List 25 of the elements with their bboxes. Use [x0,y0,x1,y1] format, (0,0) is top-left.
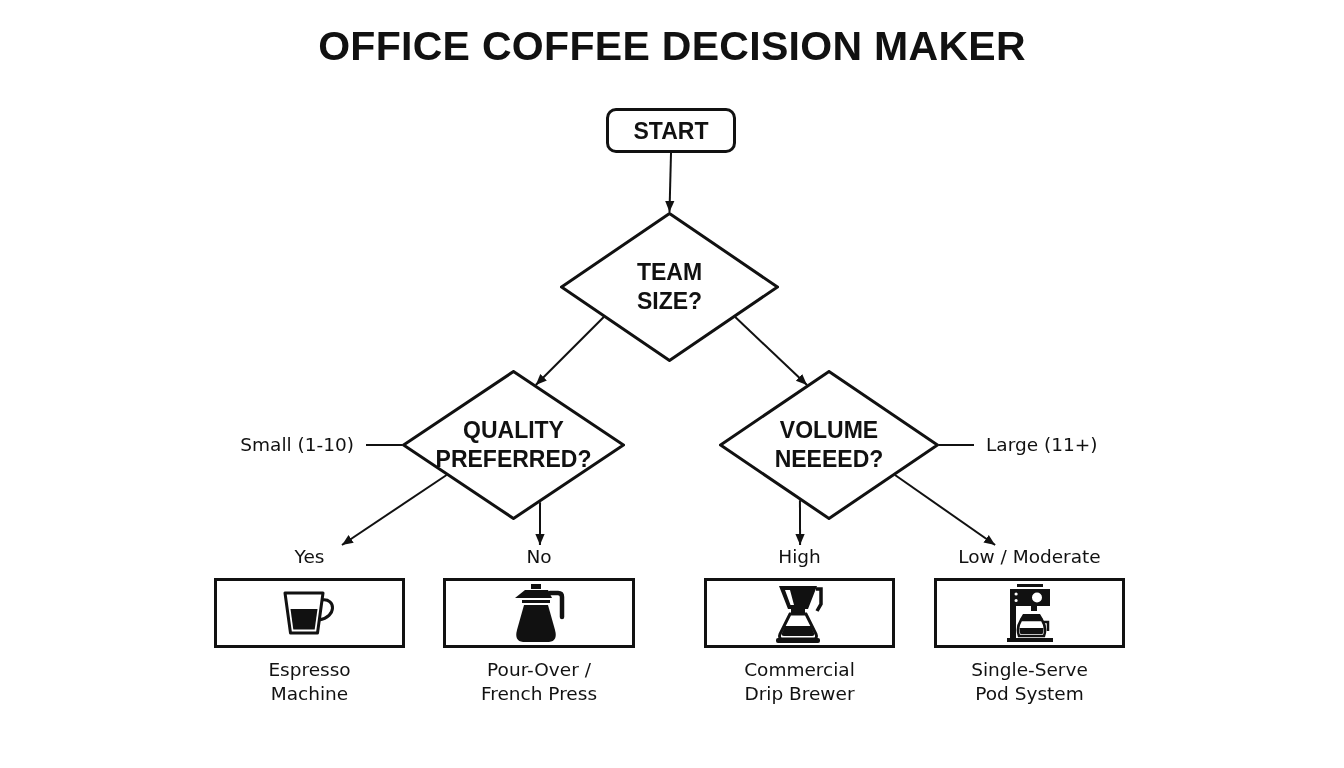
arrow [665,152,675,213]
branch-label: No [526,545,552,569]
arrow [734,316,808,386]
decision-label: VOLUME NEEEED? [774,416,884,474]
leader-line [938,444,975,446]
decision-label: QUALITY PREFERRED? [435,416,592,474]
result-caption: Pour-Over / French Press [479,658,599,706]
leader-line [365,444,403,446]
branch-label: High [778,545,821,569]
result-caption: Commercial Drip Brewer [743,658,856,706]
result-caption: Single-Serve Pod System [970,658,1089,706]
result-caption: Espresso Machine [267,658,352,706]
branch-label: Low / Moderate [958,545,1101,569]
branch-label: Small (1-10) [240,433,354,457]
arrow [534,316,605,386]
branch-label: Yes [294,545,325,569]
arrow [535,501,545,546]
branch-label: Large (11+) [986,433,1098,457]
terminal-box [606,108,736,153]
arrow [340,474,448,546]
arrow [795,499,805,546]
arrow [894,474,997,546]
diagram-title: OFFICE COFFEE DECISION MAKER [318,22,1026,71]
terminal-label: START [633,116,709,145]
decision-label: TEAM SIZE? [636,258,703,316]
